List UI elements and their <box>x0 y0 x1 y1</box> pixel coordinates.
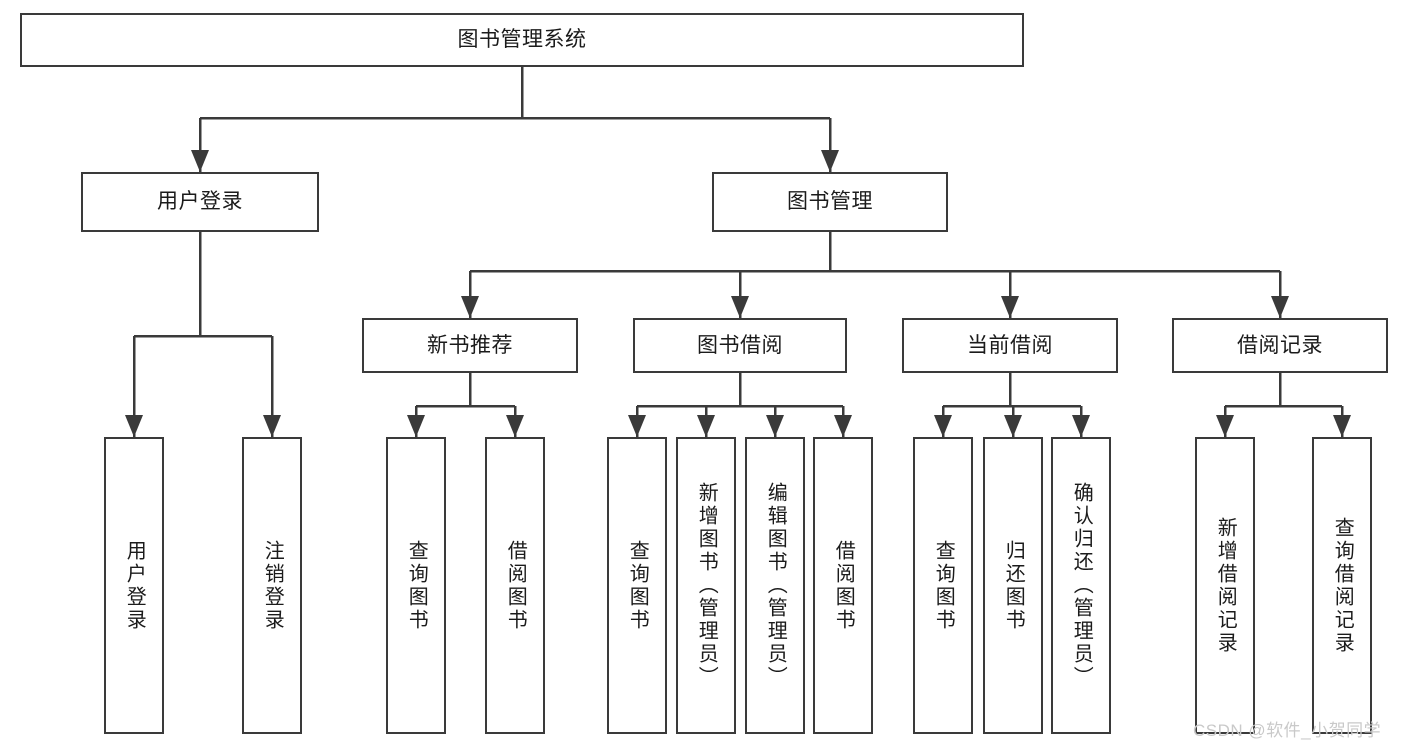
node-label: 新增图书（管理员） <box>695 482 718 689</box>
node-label: 归还图书 <box>1002 539 1025 632</box>
node-leaf-records-2[interactable]: 查询借阅记录 <box>1312 437 1372 734</box>
node-current[interactable]: 当前借阅 <box>902 318 1118 373</box>
node-leaf-newrec-1[interactable]: 查询图书 <box>386 437 446 734</box>
arrow-head-leaf-borrow-3 <box>766 415 784 437</box>
node-label: 查询借阅记录 <box>1331 516 1354 655</box>
watermark: CSDN @软件_小贺同学 <box>1193 721 1382 740</box>
node-bookmgmt[interactable]: 图书管理 <box>712 172 948 232</box>
node-root[interactable]: 图书管理系统 <box>20 13 1024 67</box>
node-label: 查询图书 <box>932 539 955 632</box>
node-label: 借阅记录 <box>1237 333 1323 357</box>
node-label: 借阅图书 <box>832 539 855 632</box>
arrow-head-leaf-borrow-1 <box>628 415 646 437</box>
arrow-head-leaf-records-1 <box>1216 415 1234 437</box>
arrow-head-leaf-records-2 <box>1333 415 1351 437</box>
node-leaf-current-2[interactable]: 归还图书 <box>983 437 1043 734</box>
node-label: 当前借阅 <box>967 333 1053 357</box>
node-leaf-borrow-3[interactable]: 编辑图书（管理员） <box>745 437 805 734</box>
node-label: 图书管理 <box>787 190 873 214</box>
node-leaf-login-2[interactable]: 注销登录 <box>242 437 302 734</box>
node-leaf-borrow-4[interactable]: 借阅图书 <box>813 437 873 734</box>
node-label: 借阅图书 <box>504 539 527 632</box>
arrow-head-leaf-login-1 <box>125 415 143 437</box>
arrow-head-records <box>1271 296 1289 318</box>
node-leaf-records-1[interactable]: 新增借阅记录 <box>1195 437 1255 734</box>
node-leaf-current-1[interactable]: 查询图书 <box>913 437 973 734</box>
node-newrec[interactable]: 新书推荐 <box>362 318 578 373</box>
node-label: 新书推荐 <box>427 333 513 357</box>
node-borrow[interactable]: 图书借阅 <box>633 318 847 373</box>
node-label: 查询图书 <box>405 539 428 632</box>
arrow-head-current <box>1001 296 1019 318</box>
arrow-head-newrec <box>461 296 479 318</box>
arrow-head-leaf-borrow-2 <box>697 415 715 437</box>
node-label: 新增借阅记录 <box>1214 516 1237 655</box>
arrow-head-leaf-newrec-2 <box>506 415 524 437</box>
arrow-head-leaf-current-3 <box>1072 415 1090 437</box>
node-records[interactable]: 借阅记录 <box>1172 318 1388 373</box>
node-leaf-current-3[interactable]: 确认归还（管理员） <box>1051 437 1111 734</box>
node-label: 注销登录 <box>261 539 284 632</box>
arrow-head-leaf-login-2 <box>263 415 281 437</box>
node-leaf-login-1[interactable]: 用户登录 <box>104 437 164 734</box>
node-label: 图书借阅 <box>697 333 783 357</box>
arrow-head-login <box>191 150 209 172</box>
node-leaf-borrow-2[interactable]: 新增图书（管理员） <box>676 437 736 734</box>
node-label: 图书管理系统 <box>457 28 587 52</box>
node-label: 查询图书 <box>626 539 649 632</box>
arrow-head-bookmgmt <box>821 150 839 172</box>
node-label: 用户登录 <box>123 539 146 632</box>
arrow-head-leaf-borrow-4 <box>834 415 852 437</box>
node-label: 编辑图书（管理员） <box>764 482 787 689</box>
node-label: 用户登录 <box>157 190 243 214</box>
arrow-head-leaf-current-2 <box>1004 415 1022 437</box>
node-leaf-newrec-2[interactable]: 借阅图书 <box>485 437 545 734</box>
arrow-head-leaf-current-1 <box>934 415 952 437</box>
arrow-head-borrow <box>731 296 749 318</box>
arrow-head-leaf-newrec-1 <box>407 415 425 437</box>
node-leaf-borrow-1[interactable]: 查询图书 <box>607 437 667 734</box>
node-label: 确认归还（管理员） <box>1070 482 1093 689</box>
node-login[interactable]: 用户登录 <box>81 172 319 232</box>
